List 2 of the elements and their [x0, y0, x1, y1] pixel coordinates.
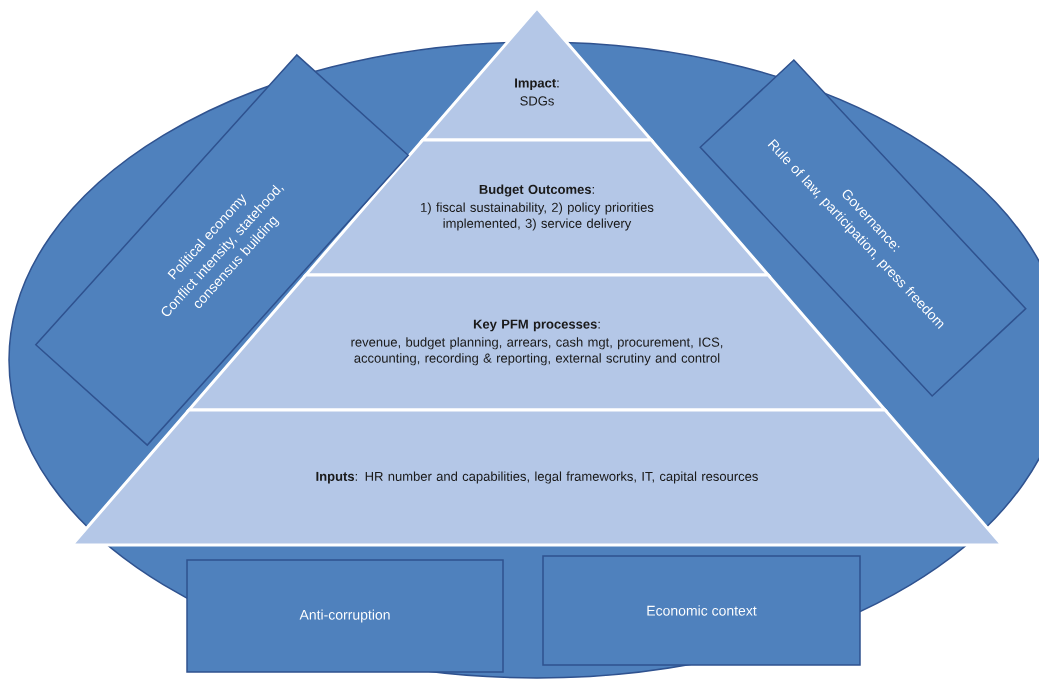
context-box: Economic context — [542, 555, 861, 666]
context-box: Anti-corruption — [186, 559, 504, 673]
